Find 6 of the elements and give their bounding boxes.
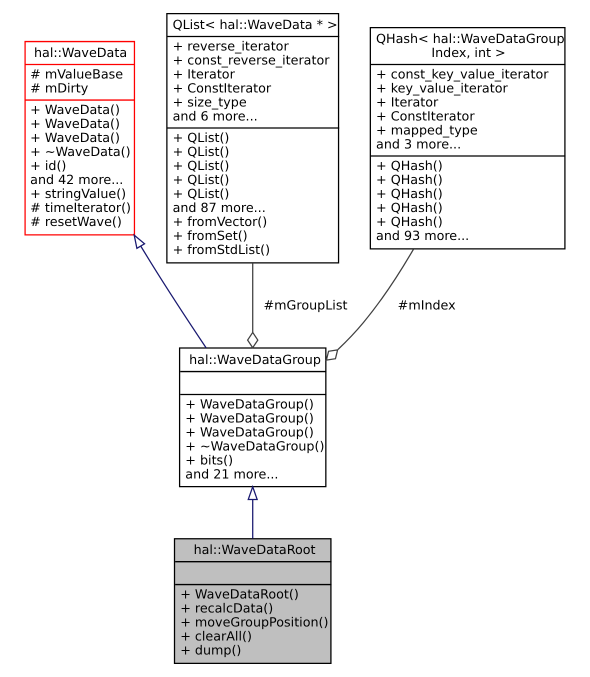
arrow xyxy=(133,233,207,348)
edge-label: #mGroupList xyxy=(264,297,348,312)
arrow xyxy=(247,484,258,538)
connector xyxy=(246,263,259,349)
edge-label: #mIndex xyxy=(398,297,456,312)
connector xyxy=(326,248,414,361)
